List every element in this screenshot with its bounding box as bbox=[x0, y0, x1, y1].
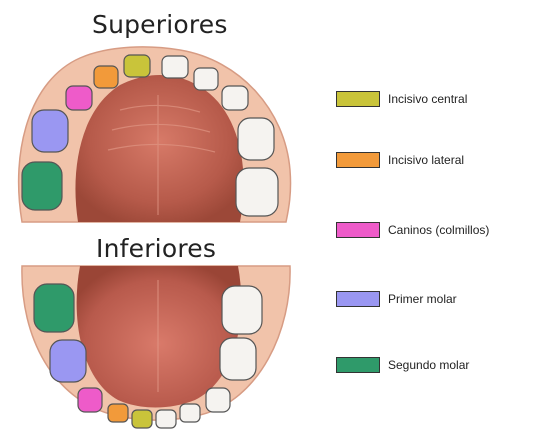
lower-lateral-incisor-left bbox=[108, 404, 128, 422]
legend-swatch bbox=[336, 291, 380, 307]
upper-canine-right bbox=[222, 86, 248, 110]
lower-canine-left bbox=[78, 388, 102, 412]
legend-swatch bbox=[336, 152, 380, 168]
legend-label: Caninos (colmillos) bbox=[388, 223, 489, 237]
upper-premolar-right bbox=[238, 118, 274, 160]
upper-arch bbox=[19, 47, 291, 222]
upper-lateral-incisor-left bbox=[94, 66, 118, 88]
legend-item-second-molar: Segundo molar bbox=[336, 354, 469, 376]
upper-molar-right bbox=[236, 168, 278, 216]
legend-swatch bbox=[336, 357, 380, 373]
dental-arches-illustration bbox=[0, 0, 320, 429]
lower-second-molar-left bbox=[34, 284, 74, 332]
legend-label: Incisivo central bbox=[388, 92, 467, 106]
upper-central-incisor-right bbox=[162, 56, 188, 78]
legend-item-canine: Caninos (colmillos) bbox=[336, 219, 489, 241]
upper-second-molar-left bbox=[22, 162, 62, 210]
lower-first-molar-left bbox=[50, 340, 86, 382]
legend-item-lateral-incisor: Incisivo lateral bbox=[336, 149, 464, 171]
lower-molar-right bbox=[222, 286, 262, 334]
legend-swatch bbox=[336, 222, 380, 238]
lower-canine-right bbox=[206, 388, 230, 412]
lower-central-incisor-right bbox=[156, 410, 176, 428]
legend-label: Primer molar bbox=[388, 292, 457, 306]
lower-premolar-right bbox=[220, 338, 256, 380]
legend-label: Incisivo lateral bbox=[388, 153, 464, 167]
upper-central-incisor-left bbox=[124, 55, 150, 77]
upper-canine-left bbox=[66, 86, 92, 110]
legend-swatch bbox=[336, 91, 380, 107]
upper-first-molar-left bbox=[32, 110, 68, 152]
lower-arch bbox=[22, 266, 290, 428]
upper-lateral-incisor-right bbox=[194, 68, 218, 90]
legend-label: Segundo molar bbox=[388, 358, 469, 372]
legend-item-central-incisor: Incisivo central bbox=[336, 88, 467, 110]
legend-item-first-molar: Primer molar bbox=[336, 288, 457, 310]
lower-central-incisor-left bbox=[132, 410, 152, 428]
lower-lateral-incisor-right bbox=[180, 404, 200, 422]
